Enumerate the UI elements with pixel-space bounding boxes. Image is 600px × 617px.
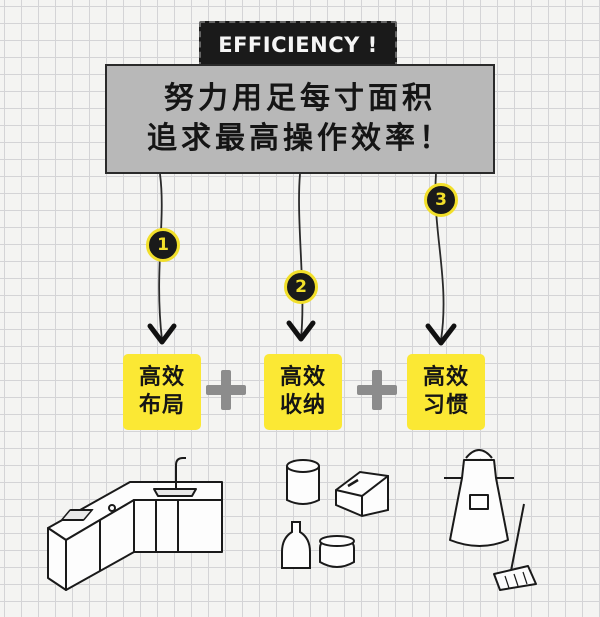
step-1-label-line-2: 布局 [138,393,185,418]
headline-box: 努力用足每寸面积 追求最高操作效率！ [105,64,495,174]
connector-lines [158,173,445,341]
arrowhead-2-icon [286,320,316,342]
step-3-label-line-2: 习惯 [422,393,469,418]
step-2-number: 2 [295,277,307,297]
step-1-label-line-1: 高效 [138,365,185,390]
headline-line-1: 努力用足每寸面积 [164,81,436,116]
connector-line-2 [298,173,304,339]
plus-icon-1 [206,370,246,410]
step-3-label: 高效 习惯 [407,354,485,430]
step-3-number: 3 [435,190,447,210]
plus-icon-2 [357,370,397,410]
step-1-label: 高效 布局 [123,354,201,430]
headline-line-2: 追求最高操作效率！ [147,121,453,156]
arrowheads [147,320,457,346]
kitchen-counter-icon [47,457,223,591]
arrowhead-3-icon [425,323,457,346]
step-2-label-line-1: 高效 [279,365,326,390]
step-3-label-line-1: 高效 [422,365,469,390]
step-2-label: 高效 收纳 [264,354,342,430]
step-2-label-line-2: 收纳 [279,393,326,418]
plus-operators [206,370,397,410]
apron-broom-icon [444,449,537,591]
efficiency-banner: EFFICIENCY ! [199,21,397,68]
step-3-badge: 3 [424,183,458,217]
step-1-number: 1 [157,235,169,255]
storage-containers-icon [281,459,389,569]
arrowhead-1-icon [147,323,177,345]
step-2-badge: 2 [284,270,318,304]
banner-title: EFFICIENCY ! [218,32,378,57]
step-1-badge: 1 [146,228,180,262]
